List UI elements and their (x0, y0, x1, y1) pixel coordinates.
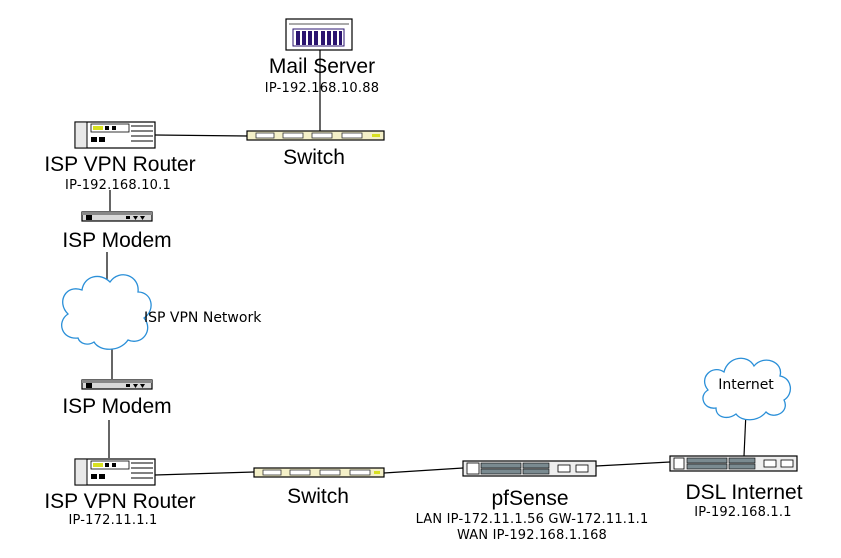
switch-bottom-icon (253, 467, 385, 478)
internet-cloud-icon (702, 357, 791, 421)
mail-server-name: Mail Server (268, 55, 376, 78)
dsl-ip: IP-192.168.1.1 (694, 505, 792, 520)
isp-vpn-network-label: ISP VPN Network (144, 310, 262, 326)
switch-top-name: Switch (283, 146, 345, 169)
connections (106, 50, 747, 476)
dsl-name: DSL Internet (685, 481, 803, 504)
mail-server-icon (285, 18, 353, 51)
router-bottom-name: ISP VPN Router (44, 490, 196, 513)
router-top-ip: IP-192.168.10.1 (65, 178, 171, 193)
internet-cloud-label: Internet (718, 377, 774, 393)
dsl-modem-icon (669, 455, 798, 472)
router-top-icon (74, 121, 156, 149)
pfsense-lan-ip: LAN IP-172.11.1.56 GW-172.11.1.1 (415, 512, 649, 527)
link-pfsense-dsl (595, 461, 671, 467)
link-router-bottom-switch-bottom (154, 471, 255, 476)
mail-server-ip: IP-192.168.10.88 (264, 81, 380, 96)
link-switch-bottom-pfsense (383, 467, 464, 474)
modem-bottom-icon (81, 379, 153, 390)
switch-bottom-name: Switch (287, 485, 349, 508)
isp-vpn-cloud-icon (61, 274, 152, 350)
modem-top-name: ISP Modem (62, 229, 172, 252)
pfsense-wan-ip: WAN IP-192.168.1.168 (456, 528, 608, 543)
modem-bottom-name: ISP Modem (62, 395, 172, 418)
link-router-top-switch-top (154, 134, 248, 137)
switch-top-icon (246, 130, 385, 141)
router-bottom-ip: IP-172.11.1.1 (68, 513, 158, 528)
pfsense-icon (462, 460, 597, 477)
modem-top-icon (81, 211, 153, 222)
router-top-name: ISP VPN Router (44, 153, 196, 176)
router-bottom-icon (74, 458, 156, 486)
pfsense-name: pfSense (491, 487, 569, 510)
